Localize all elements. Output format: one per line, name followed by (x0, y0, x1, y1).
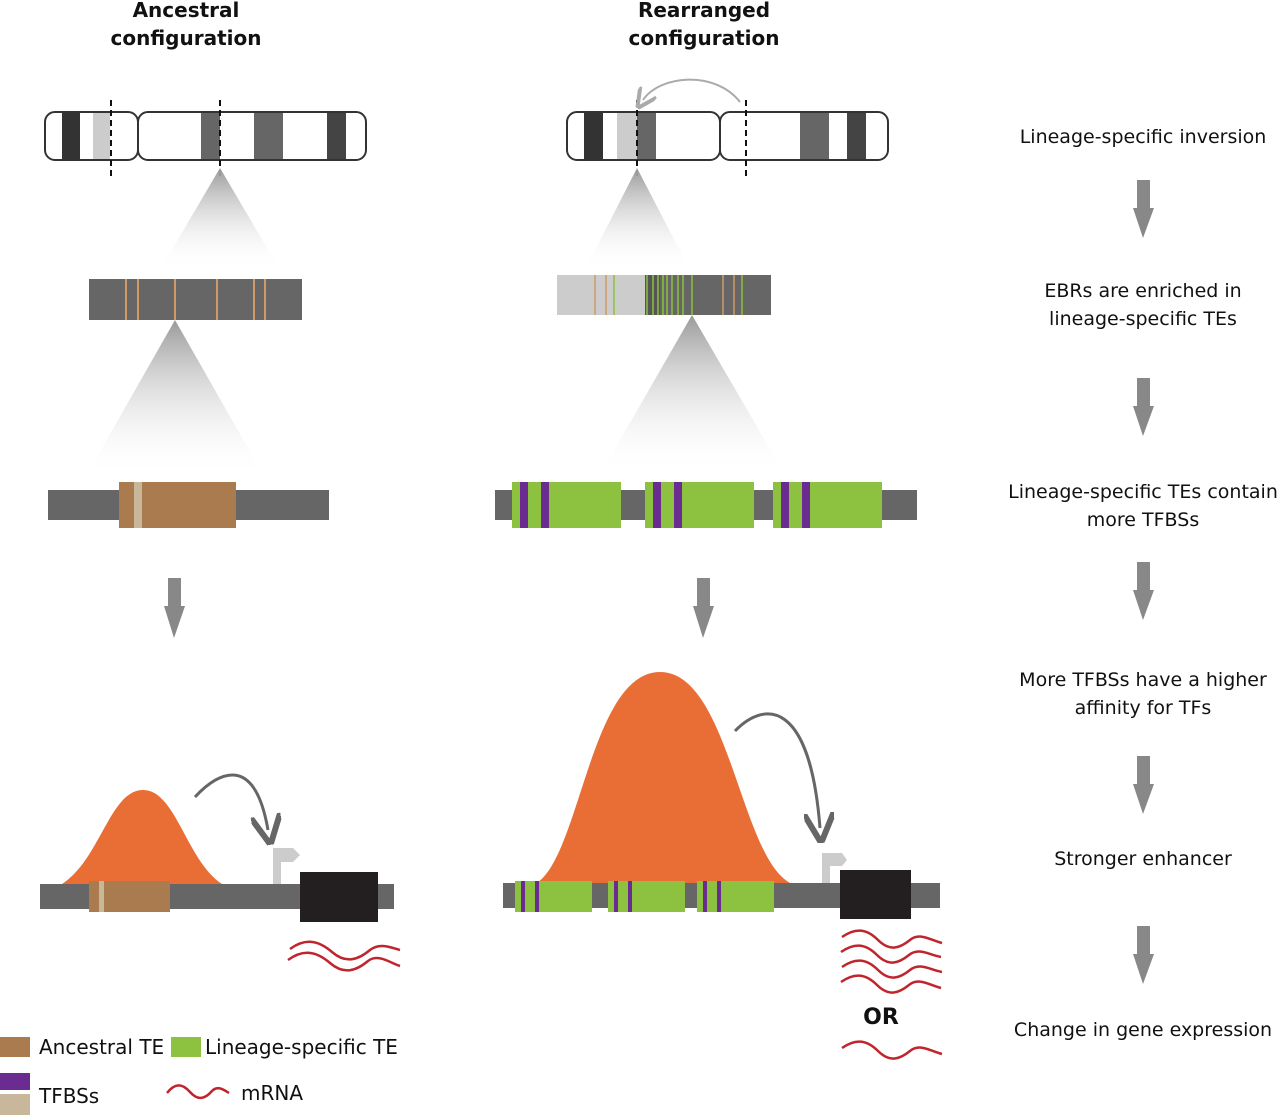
ancestral-tfbs (134, 482, 142, 528)
tfbs (781, 482, 789, 528)
mrna-icon-single (841, 1040, 943, 1060)
ancestral-tfbs (99, 881, 104, 912)
chromosome-band (93, 112, 110, 160)
down-arrow-icon (693, 578, 714, 638)
chromosome-band (637, 112, 656, 160)
down-arrow-icon (1133, 926, 1154, 984)
promoter-flag-icon (822, 853, 847, 883)
legend-mrna-icon (166, 1084, 230, 1100)
zoom-cone (85, 320, 265, 478)
ancestral-title-line1: Ancestral (133, 0, 240, 22)
lineage-te (512, 482, 621, 528)
rearranged-title: Rearranged configuration (629, 0, 780, 50)
down-arrow-icon (1133, 378, 1154, 436)
chromosome-band (201, 112, 220, 160)
ancestral-expression (40, 773, 401, 972)
legend-label-lineage-te: Lineage-specific TE (205, 1035, 398, 1059)
tfbs (520, 482, 528, 528)
chromosome-band (800, 112, 829, 160)
tfbs (653, 482, 661, 528)
enhancer-peak-large (535, 672, 792, 884)
gene-block (840, 870, 911, 919)
step-6-line1: Change in gene expression (1014, 1019, 1272, 1041)
or-label: OR (863, 1005, 899, 1030)
rearranged-region-bar (557, 275, 771, 315)
down-arrow-icon (1133, 562, 1154, 620)
chromosome-band (847, 112, 866, 160)
step-flow: Lineage-specific inversion EBRs are enri… (1008, 126, 1278, 1041)
zoom-cone (160, 168, 280, 270)
legend: Ancestral TE Lineage-specific TE TFBSs m… (0, 1035, 398, 1115)
rearranged-chromosome (566, 78, 889, 178)
mrna-icon-multiple (840, 929, 943, 994)
chromosome-band (254, 112, 283, 160)
gene-block (300, 872, 378, 922)
ancestral-title: Ancestral configuration (111, 0, 262, 50)
rearranged-title-line1: Rearranged (638, 0, 770, 22)
rearranged-expression: OR (503, 672, 943, 1060)
step-4-line2: affinity for TFs (1075, 697, 1212, 719)
down-arrow-icon (1133, 180, 1154, 238)
zoom-cone (585, 168, 690, 270)
promoter-flag-icon (273, 848, 300, 884)
legend-swatch-lineage-te (171, 1037, 201, 1057)
step-4-line1: More TFBSs have a higher (1019, 669, 1267, 691)
lineage-te (608, 881, 685, 912)
activation-arrow-icon (193, 773, 268, 830)
zoom-cone (600, 315, 785, 475)
chromosome-band (62, 112, 80, 160)
step-1-line1: Lineage-specific inversion (1020, 126, 1267, 148)
ancestral-title-line2: configuration (111, 26, 262, 50)
ancestral-te-locus (48, 482, 329, 528)
tfbs (717, 881, 721, 912)
chromosome-band (584, 112, 603, 160)
down-arrow-icon (164, 578, 185, 638)
ancestral-chromosome (44, 100, 367, 178)
lineage-te-locus (495, 482, 917, 528)
down-arrow-icon (1133, 756, 1154, 814)
step-3-line1: Lineage-specific TEs contain (1008, 481, 1278, 503)
legend-label-ancestral-te: Ancestral TE (39, 1035, 164, 1059)
tfbs (674, 482, 682, 528)
tfbs (541, 482, 549, 528)
lineage-te (515, 881, 592, 912)
legend-label-tfbs: TFBSs (38, 1084, 99, 1108)
step-2-line1: EBRs are enriched in (1044, 280, 1241, 302)
activation-arrow-icon (733, 712, 820, 828)
chromosome-band (617, 112, 637, 160)
lineage-te (773, 482, 882, 528)
chromosome-arm-q (719, 111, 889, 161)
tfbs (628, 881, 632, 912)
legend-swatch-ancestral-tfbs (0, 1094, 30, 1115)
legend-swatch-tfbs (0, 1073, 30, 1090)
tfbs (535, 881, 539, 912)
mrna-icon (287, 940, 401, 972)
tfbs (703, 881, 707, 912)
tfbs (802, 482, 810, 528)
chromosome-arm-p (44, 111, 139, 161)
lineage-te (697, 881, 774, 912)
step-2-line2: lineage-specific TEs (1049, 308, 1237, 330)
lineage-te (645, 482, 754, 528)
step-3-line2: more TFBSs (1087, 509, 1199, 531)
chromosome-band (327, 112, 346, 160)
tfbs (614, 881, 618, 912)
ancestral-region-bar (89, 279, 302, 320)
legend-label-mrna: mRNA (241, 1081, 303, 1105)
enhancer-peak-small (62, 790, 222, 884)
step-5-line1: Stronger enhancer (1054, 848, 1232, 870)
chromosome-arm-q (137, 111, 367, 161)
inversion-arrow-icon (643, 78, 741, 102)
legend-swatch-ancestral-te (0, 1037, 30, 1057)
tfbs (521, 881, 525, 912)
rearranged-title-line2: configuration (629, 26, 780, 50)
